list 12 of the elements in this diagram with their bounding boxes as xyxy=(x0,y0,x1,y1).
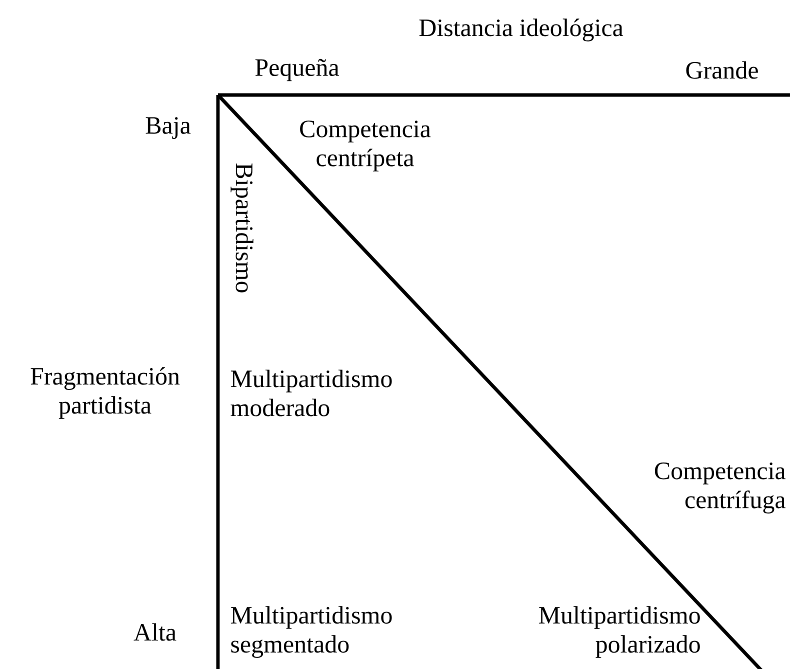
axis-label: Pequeña xyxy=(255,58,340,82)
axis-label: Alta xyxy=(134,623,176,641)
region-label: Multipartidismo moderado xyxy=(230,370,392,416)
region-label: Bipartidismo xyxy=(230,163,254,292)
axis-title: Fragmentación partidista xyxy=(30,367,180,419)
region-label: Multipartidismo polarizado xyxy=(539,606,700,658)
axis-title: Distancia ideológica xyxy=(419,18,624,42)
region-label: Multipartidismo segmentado xyxy=(230,606,392,658)
axis-label: Grande xyxy=(686,61,758,79)
region-label: Competencia centrípeta xyxy=(300,120,431,172)
axis-label: Baja xyxy=(146,117,191,139)
region-label: Competencia centrífuga xyxy=(654,462,786,514)
